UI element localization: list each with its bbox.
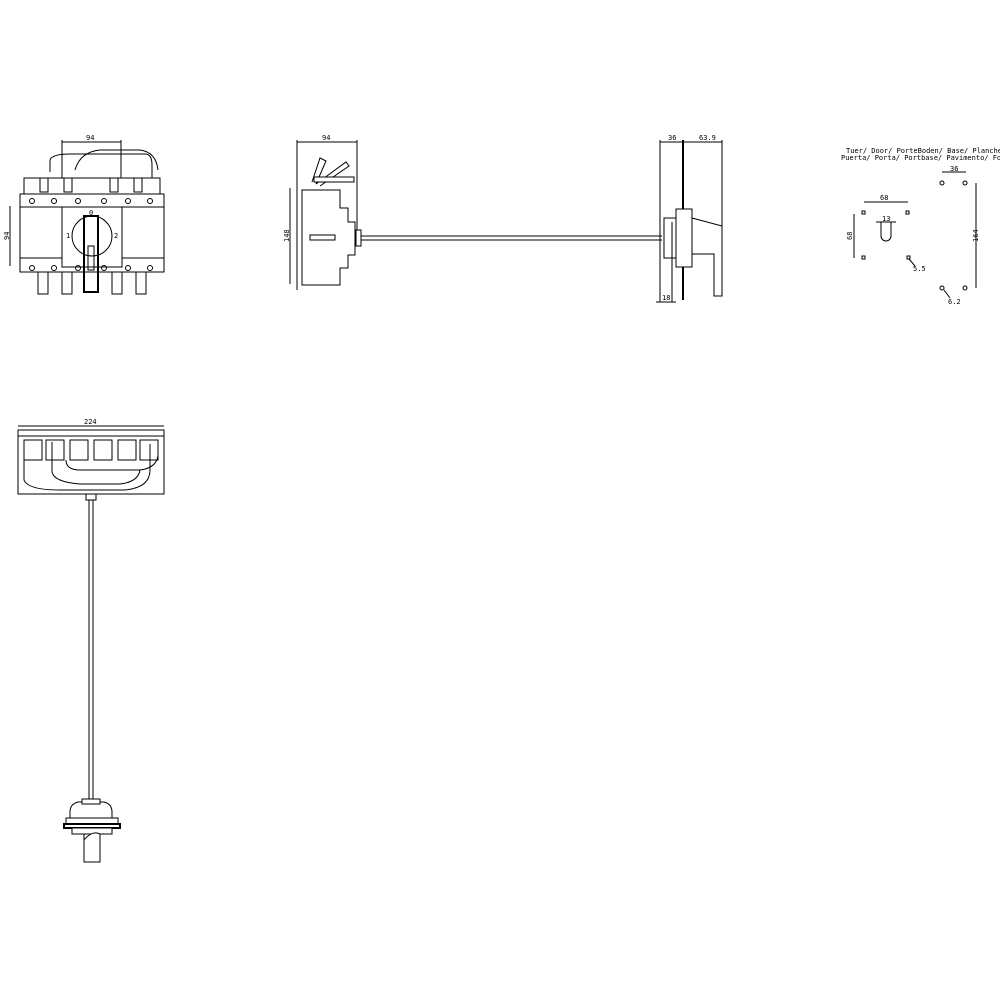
dim-door-63-9: 63.9 xyxy=(699,134,716,142)
position-0-label: 0 xyxy=(89,209,93,217)
dim-front-height: 94 xyxy=(3,232,11,240)
front-view: 94 0 1 2 94 xyxy=(3,134,165,295)
dim-base-screw: 6.2 xyxy=(948,298,961,306)
dim-side-height: 148 xyxy=(283,229,291,242)
dim-top-width: 224 xyxy=(84,418,97,426)
dim-front-width: 94 xyxy=(86,134,94,142)
dim-door-36: 36 xyxy=(668,134,676,142)
position-2-label: 2 xyxy=(114,232,118,240)
drilling-caption-line2: Puerta/ Porta/ Portbase/ Pavimento/ Fond… xyxy=(841,154,1000,162)
top-view: 224 xyxy=(17,418,165,863)
drilling-pattern: Tuer/ Door/ PorteBoden/ Base/ Plancher/ … xyxy=(841,147,1000,306)
door-handle-view: 36 63.9 18 xyxy=(656,134,723,303)
dim-door-screw: 5.5 xyxy=(913,265,926,273)
side-view: 94 148 xyxy=(283,134,662,290)
drilling-caption-line1: Tuer/ Door/ PorteBoden/ Base/ Plancher/ xyxy=(846,147,1000,155)
dim-door-hole: 13 xyxy=(882,215,890,223)
dim-base-v: 164 xyxy=(972,229,980,242)
dim-door-18: 18 xyxy=(662,294,670,302)
dim-door-h: 68 xyxy=(880,194,888,202)
dim-base-h: 36 xyxy=(950,165,958,173)
dim-door-v: 68 xyxy=(846,232,854,240)
dim-side-depth: 94 xyxy=(322,134,330,142)
position-1-label: 1 xyxy=(66,232,70,240)
